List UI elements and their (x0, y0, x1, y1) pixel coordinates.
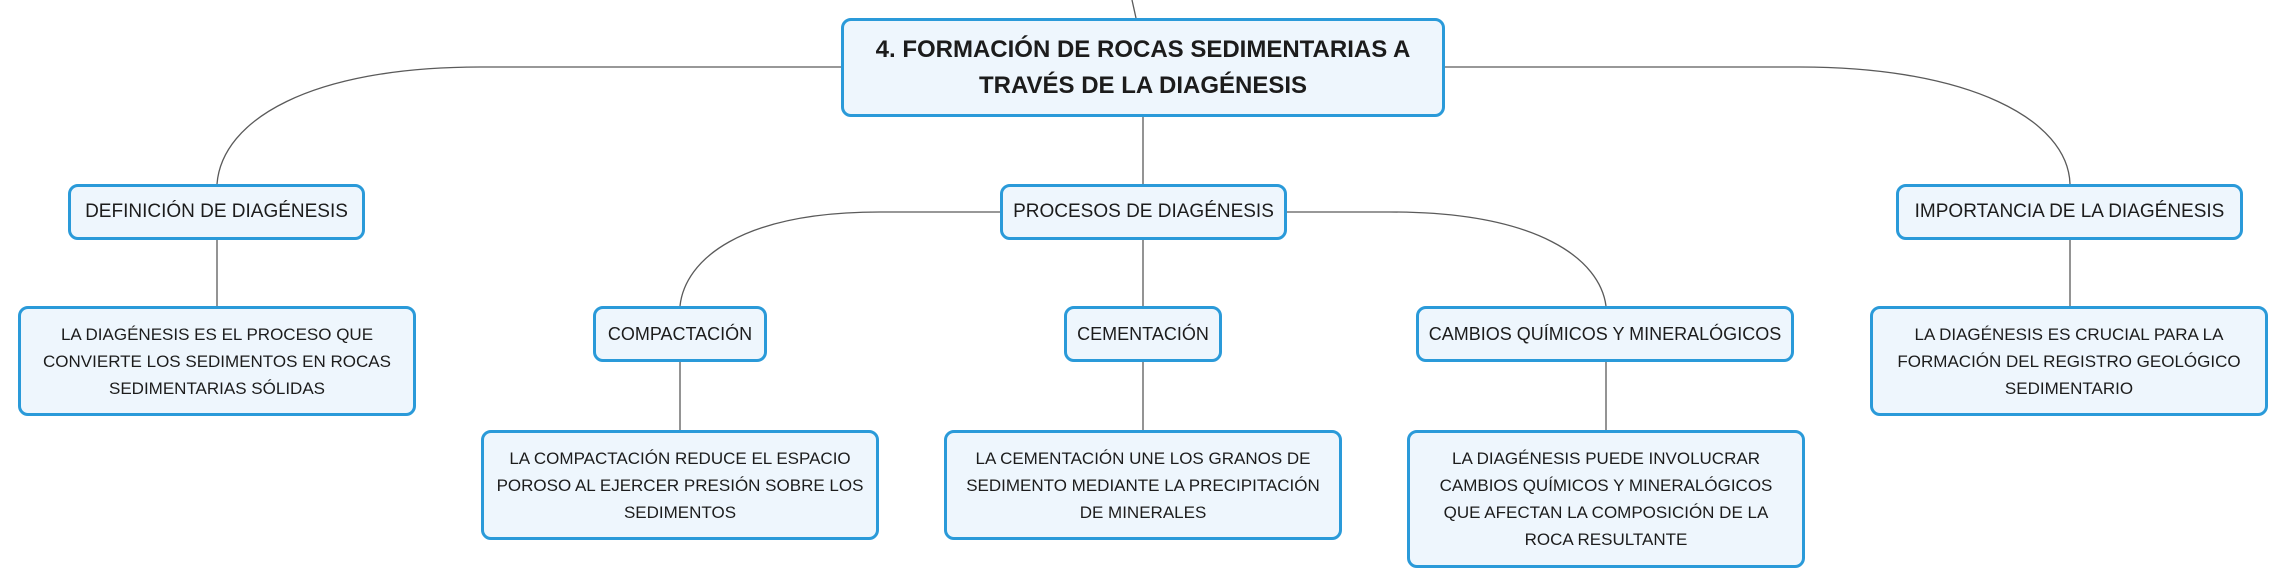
root-topic-label: 4. FORMACIÓN DE ROCAS SEDIMENTARIAS A TR… (875, 35, 1411, 99)
leaf-importancia-text: LA DIAGÉNESIS ES CRUCIAL PARA LA FORMACI… (1897, 324, 2241, 398)
subtopic-cambios-label: CAMBIOS QUÍMICOS Y MINERALÓGICOS (1428, 323, 1782, 344)
subtopic-cambios[interactable]: CAMBIOS QUÍMICOS Y MINERALÓGICOS (1416, 306, 1794, 362)
connector-procesos-cambios (1285, 211, 1607, 307)
leaf-compactacion-text: LA COMPACTACIÓN REDUCE EL ESPACIO POROSO… (496, 448, 864, 522)
leaf-importancia[interactable]: LA DIAGÉNESIS ES CRUCIAL PARA LA FORMACI… (1870, 306, 2268, 416)
subtopic-compactacion[interactable]: COMPACTACIÓN (593, 306, 767, 362)
leaf-compactacion[interactable]: LA COMPACTACIÓN REDUCE EL ESPACIO POROSO… (481, 430, 879, 540)
topic-definicion-label: DEFINICIÓN DE DIAGÉNESIS (85, 201, 348, 222)
subtopic-cementacion[interactable]: CEMENTACIÓN (1064, 306, 1222, 362)
leaf-cambios[interactable]: LA DIAGÉNESIS PUEDE INVOLUCRAR CAMBIOS Q… (1407, 430, 1805, 568)
leaf-definicion[interactable]: LA DIAGÉNESIS ES EL PROCESO QUE CONVIERT… (18, 306, 416, 416)
leaf-cambios-text: LA DIAGÉNESIS PUEDE INVOLUCRAR CAMBIOS Q… (1439, 449, 1773, 549)
topic-procesos-label: PROCESOS DE DIAGÉNESIS (1013, 201, 1274, 222)
topic-definicion[interactable]: DEFINICIÓN DE DIAGÉNESIS (68, 184, 365, 240)
leaf-cementacion-text: LA CEMENTACIÓN UNE LOS GRANOS DE SEDIMEN… (966, 448, 1320, 522)
topic-importancia[interactable]: IMPORTANCIA DE LA DIAGÉNESIS (1896, 184, 2243, 240)
subtopic-cementacion-label: CEMENTACIÓN (1077, 323, 1209, 344)
connector-procesos-compactacion (679, 211, 1001, 307)
connector-parent (1131, 0, 1137, 19)
leaf-definicion-text: LA DIAGÉNESIS ES EL PROCESO QUE CONVIERT… (43, 324, 391, 398)
topic-importancia-label: IMPORTANCIA DE LA DIAGÉNESIS (1914, 201, 2225, 222)
connector-root-importancia (1441, 66, 2071, 185)
root-topic[interactable]: 4. FORMACIÓN DE ROCAS SEDIMENTARIAS A TR… (841, 18, 1445, 117)
topic-procesos[interactable]: PROCESOS DE DIAGÉNESIS (1000, 184, 1287, 240)
leaf-cementacion[interactable]: LA CEMENTACIÓN UNE LOS GRANOS DE SEDIMEN… (944, 430, 1342, 540)
connector-root-definicion (216, 66, 845, 185)
subtopic-compactacion-label: COMPACTACIÓN (607, 323, 753, 344)
